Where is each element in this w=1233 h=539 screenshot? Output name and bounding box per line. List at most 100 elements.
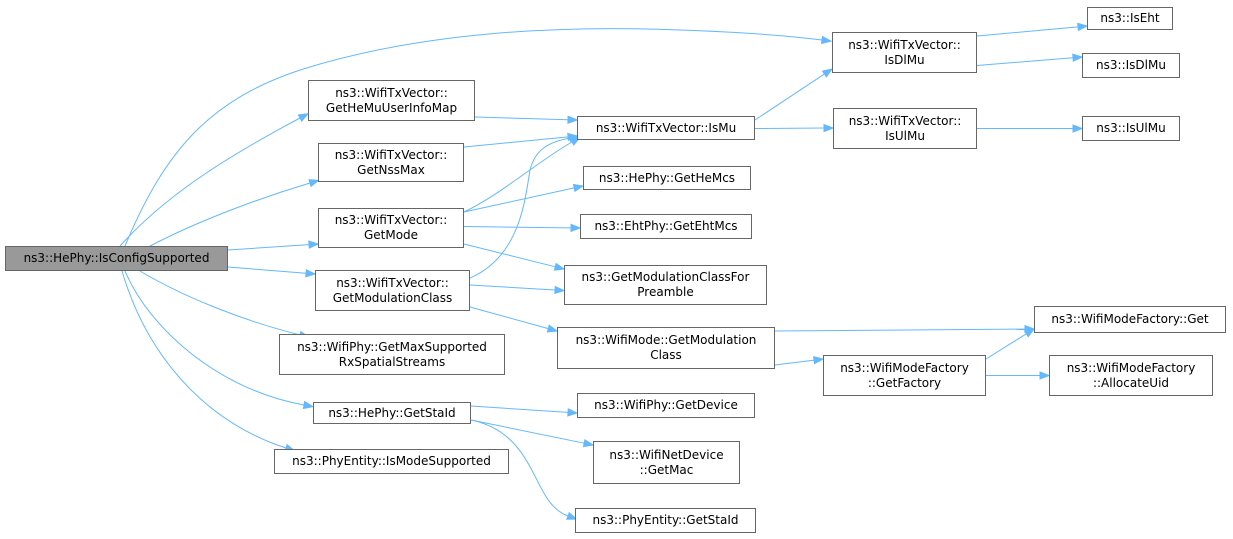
- node-label-line: ns3::WifiModeFactory: [1066, 360, 1196, 375]
- edge-arrowhead: [568, 133, 581, 143]
- edge-arrowhead: [554, 285, 566, 295]
- node-label-line: ns3::WifiPhy::GetDevice: [594, 398, 738, 412]
- node-label-line: ns3::WifiNetDevice: [609, 447, 724, 462]
- edge-get_modulation_class-to-get_modulation_class_for_preamble: [469, 284, 556, 291]
- edge-arrowhead: [553, 262, 566, 271]
- node-label-line: ns3::PhyEntity::IsModeSupported: [292, 454, 491, 468]
- edge-is_config_supported-to-get_mode: [227, 244, 310, 251]
- node-label-line: ns3::PhyEntity::GetStaId: [592, 513, 739, 527]
- node-label-line: ns3::WifiTxVector::: [848, 113, 962, 128]
- edge-mode_get_modulation_class-to-factory_get: [774, 328, 1026, 332]
- node-wifimode-getmodulationclass[interactable]: ns3::WifiMode::GetModulation Class: [557, 327, 775, 369]
- edge-get_sta_id-to-phy_entity_get_sta_id: [470, 419, 569, 517]
- node-wifitxvector-getheMuUserInfoMap[interactable]: ns3::WifiTxVector:: GetHeMuUserInfoMap: [308, 80, 475, 121]
- edge-get_modulation_class-to-mode_get_modulation_class: [469, 306, 549, 330]
- edge-arrowhead: [308, 240, 320, 249]
- node-label-line: ns3::WifiTxVector::: [334, 213, 448, 227]
- node-label-line: ns3::WifiTxVector::: [336, 275, 449, 290]
- node-label-line: ns3::WifiTxVector::: [334, 147, 448, 162]
- node-label-line: ns3::WifiModeFactory: [840, 360, 969, 375]
- edge-get_mode-to-get_he_mcs: [463, 187, 575, 213]
- node-wifitxvector-ismu[interactable]: ns3::WifiTxVector::IsMu: [577, 116, 755, 140]
- edge-get_factory-to-factory_get: [985, 333, 1027, 360]
- node-label-line: ::AllocateUid: [1092, 375, 1170, 390]
- node-wifiphy-getmaxsupportedrxspatialstreams[interactable]: ns3::WifiPhy::GetMaxSupported RxSpatialS…: [279, 334, 505, 375]
- edge-arrowhead: [566, 511, 578, 520]
- node-wifitxvector-getmode[interactable]: ns3::WifiTxVector:: GetMode: [318, 208, 464, 248]
- node-isulmu[interactable]: ns3::IsUlMu: [1082, 116, 1180, 141]
- edge-arrowhead: [821, 68, 834, 78]
- node-phyentity-ismodesupported[interactable]: ns3::PhyEntity::IsModeSupported: [274, 449, 509, 474]
- edge-get_nss_max-to-is_mu: [463, 136, 569, 148]
- edge-arrowhead: [823, 123, 835, 133]
- node-label-line: ns3::IsUlMu: [1096, 121, 1166, 135]
- node-label-line: ns3::HePhy::GetStaId: [328, 405, 456, 420]
- edge-arrowhead: [546, 324, 559, 333]
- edge-arrowhead: [297, 113, 310, 122]
- node-wifiphy-getdevice[interactable]: ns3::WifiPhy::GetDevice: [577, 393, 755, 418]
- node-label-line: ns3::EhtPhy::GetEhtMcs: [594, 219, 738, 233]
- node-label-line: ns3::WifiPhy::GetMaxSupported: [297, 339, 487, 354]
- node-wifitxvector-isulmu[interactable]: ns3::WifiTxVector:: IsUlMu: [833, 108, 977, 149]
- node-iseht[interactable]: ns3::IsEht: [1087, 7, 1173, 30]
- node-label-line: ns3::WifiTxVector::IsMu: [595, 120, 737, 135]
- edge-arrowhead: [1039, 371, 1051, 380]
- edge-get_modulation_class-to-is_mu: [464, 137, 571, 281]
- node-label-line: ns3::WifiTxVector::: [335, 85, 448, 100]
- node-label-line: GetHeMuUserInfoMap: [325, 100, 458, 115]
- node-wifitxvector-getmodulationclass[interactable]: ns3::WifiTxVector:: GetModulationClass: [315, 270, 470, 311]
- node-label-line: GetMode: [363, 228, 419, 242]
- edge-is_config_supported-to-get_he_mu_user_info_map: [119, 117, 301, 247]
- node-label-line: ns3::WifiTxVector::: [848, 37, 961, 52]
- edge-is_dl_mu_vector-to-is_dl_mu: [976, 57, 1074, 66]
- edge-arrowhead: [813, 355, 825, 365]
- node-wifimodefactory-get[interactable]: ns3::WifiModeFactory::Get: [1034, 306, 1226, 333]
- node-label-line: ns3::GetModulationClassFor: [581, 270, 750, 284]
- node-label-line: ::GetMac: [639, 462, 694, 477]
- edge-arrowhead: [1077, 22, 1089, 32]
- node-label-line: IsUlMu: [885, 128, 925, 143]
- edge-is_config_supported-to-get_max_supported_rx_spatial_streams: [139, 270, 301, 336]
- node-hephy-isconfigsupported: ns3::HePhy::IsConfigSupported: [5, 246, 228, 271]
- edge-get_mode-to-is_mu: [463, 141, 573, 213]
- node-wifinetdevice-getmac[interactable]: ns3::WifiNetDevice ::GetMac: [593, 441, 740, 484]
- node-label-line: GetNssMax: [357, 162, 425, 177]
- node-ehtphy-getehtmcs[interactable]: ns3::EhtPhy::GetEhtMcs: [580, 214, 752, 239]
- node-hephy-gethemcs[interactable]: ns3::HePhy::GetHeMcs: [583, 166, 751, 190]
- node-label-line: ns3::HePhy::GetHeMcs: [598, 170, 736, 185]
- node-wifitxvector-isdlmu[interactable]: ns3::WifiTxVector:: IsDlMu: [832, 32, 977, 73]
- edge-get_he_mu_user_info_map-to-is_mu: [474, 116, 569, 121]
- edge-get_sta_id-to-get_mac: [470, 419, 585, 444]
- node-wifimodefactory-allocateuid[interactable]: ns3::WifiModeFactory ::AllocateUid: [1049, 355, 1213, 396]
- edge-arrowhead: [567, 408, 579, 417]
- edge-get_sta_id-to-get_device: [470, 405, 569, 413]
- node-label-line: RxSpatialStreams: [338, 354, 446, 369]
- edge-is_config_supported-to-get_modulation_class: [227, 266, 307, 274]
- edge-arrowhead: [570, 223, 582, 233]
- edge-arrowhead: [567, 115, 579, 124]
- node-label-line: GetModulationClass: [332, 290, 453, 305]
- node-isdlmu[interactable]: ns3::IsDlMu: [1082, 53, 1180, 78]
- node-label-line: ns3::HePhy::IsConfigSupported: [23, 251, 210, 265]
- edge-is_config_supported-to-get_sta_id: [124, 270, 305, 406]
- edge-is_config_supported-to-get_nss_max: [149, 182, 311, 247]
- node-wifitxvector-getnssmax[interactable]: ns3::WifiTxVector:: GetNssMax: [318, 143, 464, 182]
- node-getmodulationclassforpreamble[interactable]: ns3::GetModulationClassFor Preamble: [564, 265, 767, 305]
- node-phyentity-getstaid[interactable]: ns3::PhyEntity::GetStaId: [575, 508, 756, 533]
- node-label-line: ::GetFactory: [867, 375, 942, 390]
- node-label-line: ns3::WifiModeFactory::Get: [1051, 312, 1209, 326]
- node-label-line: Preamble: [637, 285, 694, 299]
- edge-arrowhead: [1072, 53, 1084, 62]
- node-wifimodefactory-getfactory[interactable]: ns3::WifiModeFactory ::GetFactory: [823, 355, 986, 396]
- edge-is_config_supported-to-is_mode_supported: [121, 270, 287, 449]
- edge-is_dl_mu_vector-to-is_eht: [976, 26, 1079, 37]
- node-label-line: ns3::IsDlMu: [1096, 58, 1166, 72]
- edge-mode_get_modulation_class-to-get_factory: [774, 359, 815, 366]
- edge-arrowhead: [572, 183, 585, 193]
- edge-arrowhead: [820, 35, 833, 45]
- edge-get_mode-to-get_modulation_class_for_preamble: [463, 243, 556, 268]
- edge-arrowhead: [1072, 124, 1084, 133]
- node-hephy-getstaid[interactable]: ns3::HePhy::GetStaId: [313, 402, 471, 424]
